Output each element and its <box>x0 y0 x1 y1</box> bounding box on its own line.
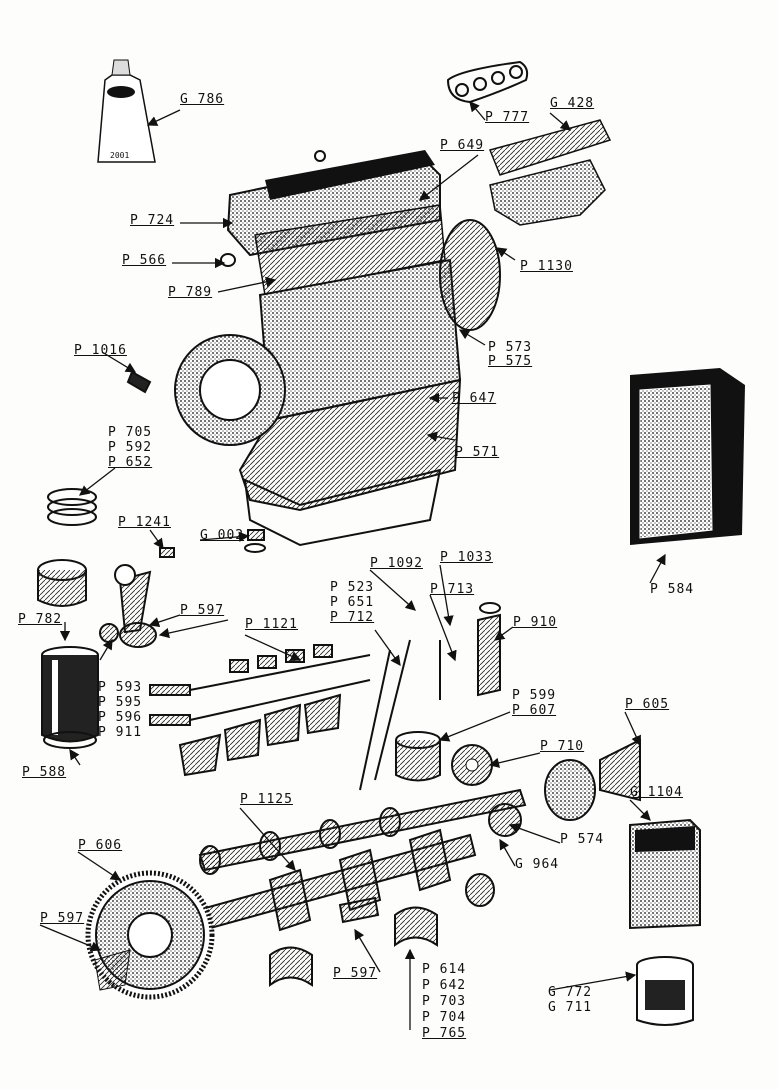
label-p1016: P 1016 <box>74 343 127 358</box>
oil-can <box>629 818 701 930</box>
label-p649: P 649 <box>440 138 485 153</box>
label-p596: P 596 <box>98 710 143 725</box>
label-p597-a: P 597 <box>180 603 225 618</box>
label-g964: G 964 <box>515 857 560 872</box>
label-p1241: P 1241 <box>118 515 171 530</box>
label-g711: G 711 <box>548 1000 593 1015</box>
manifold-gasket <box>446 60 529 104</box>
label-p575: P 575 <box>488 354 533 369</box>
label-p523: P 523 <box>330 580 375 595</box>
tube-label: 2001 <box>110 151 129 160</box>
label-p597-c: P 597 <box>333 966 378 981</box>
label-p571: P 571 <box>455 445 500 460</box>
label-p588: P 588 <box>22 765 67 780</box>
label-p593: P 593 <box>98 680 143 695</box>
label-p710: P 710 <box>540 739 585 754</box>
label-p597-b: P 597 <box>40 911 85 926</box>
flywheel <box>85 870 215 1000</box>
cylinder-liner <box>41 646 99 749</box>
label-g002: G 002 <box>200 528 245 543</box>
label-g786: G 786 <box>180 92 225 107</box>
connecting-rod <box>114 564 157 648</box>
label-p566: P 566 <box>122 253 167 268</box>
label-p1130: P 1130 <box>520 259 573 274</box>
label-p1092: P 1092 <box>370 556 423 571</box>
valves-and-springs <box>359 602 501 791</box>
sealant-tube: 2001 <box>97 59 156 163</box>
label-p607: P 607 <box>512 703 557 718</box>
crank-pulley <box>544 738 641 821</box>
piston-rings <box>47 488 97 526</box>
label-p705: P 705 <box>108 425 153 440</box>
label-p574: P 574 <box>560 832 605 847</box>
label-g772: G 772 <box>548 985 593 1000</box>
label-p765: P 765 <box>422 1026 467 1041</box>
label-p642: P 642 <box>422 978 467 993</box>
label-g1104: G 1104 <box>630 785 683 800</box>
label-p713: P 713 <box>430 582 475 597</box>
leader-lines <box>39 101 666 1030</box>
label-p1121: P 1121 <box>245 617 298 632</box>
engine-block <box>174 150 501 547</box>
label-p595: P 595 <box>98 695 143 710</box>
label-p724: P 724 <box>130 213 175 228</box>
label-p911: P 911 <box>98 725 143 740</box>
label-p599: P 599 <box>512 688 557 703</box>
label-p652: P 652 <box>108 455 153 470</box>
label-p1125: P 1125 <box>240 792 293 807</box>
bearing-shells <box>269 873 495 987</box>
pushrods-and-tappets <box>149 644 371 777</box>
piston <box>37 559 87 607</box>
label-p712: P 712 <box>330 610 375 625</box>
label-p573: P 573 <box>488 340 533 355</box>
timing-gear <box>451 744 522 837</box>
label-p592: P 592 <box>108 440 153 455</box>
piston-small <box>395 731 441 782</box>
clutch-assembly <box>630 368 745 545</box>
paint-tin <box>636 956 694 1026</box>
label-p910: P 910 <box>513 615 558 630</box>
small-parts <box>99 150 326 643</box>
label-p789: P 789 <box>168 285 213 300</box>
label-p704: P 704 <box>422 1010 467 1025</box>
label-p703: P 703 <box>422 994 467 1009</box>
label-p777: P 777 <box>485 110 530 125</box>
label-p1033: P 1033 <box>440 550 493 565</box>
label-p647: P 647 <box>452 391 497 406</box>
label-p584: P 584 <box>650 582 695 597</box>
label-p651: P 651 <box>330 595 375 610</box>
rocker-gasket-and-manifold <box>488 119 612 226</box>
label-p782: P 782 <box>18 612 63 627</box>
label-p614: P 614 <box>422 962 467 977</box>
label-g428: G 428 <box>550 96 595 111</box>
label-p606: P 606 <box>78 838 123 853</box>
camshaft <box>198 788 527 875</box>
label-p605: P 605 <box>625 697 670 712</box>
